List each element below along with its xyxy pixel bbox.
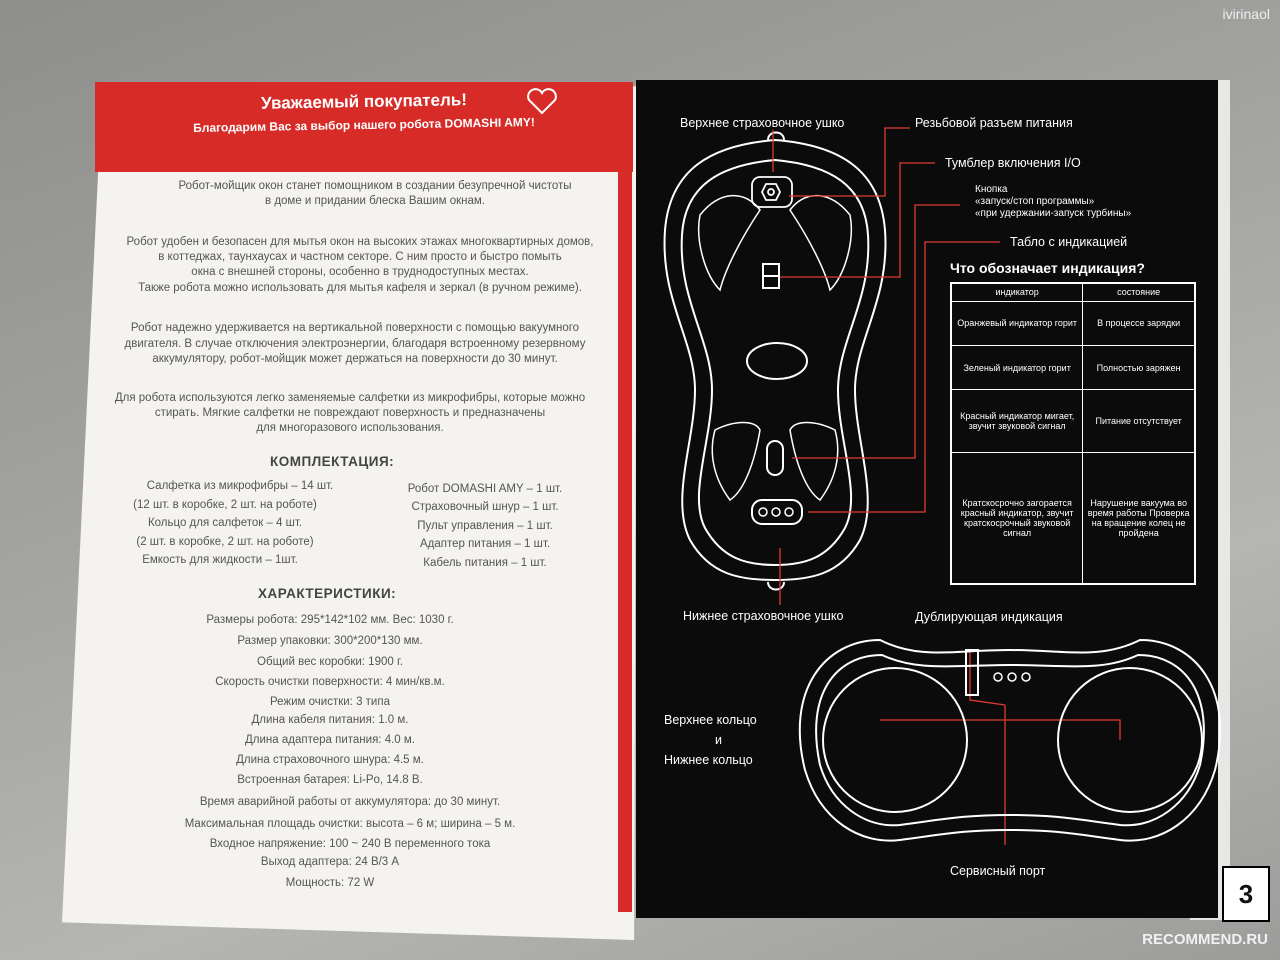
label-service-port: Сервисный порт bbox=[950, 864, 1046, 878]
kit-item: (2 шт. в коробке, 2 шт. на роботе) bbox=[136, 536, 314, 548]
kit-item: Адаптер питания – 1 шт. bbox=[419, 538, 551, 550]
robot-ring-view bbox=[798, 638, 1222, 842]
spec-item: Время аварийной работы от аккумулятора: … bbox=[199, 796, 501, 808]
table-cell: В процессе зарядки bbox=[1082, 300, 1196, 346]
page-number: 3 bbox=[1222, 866, 1270, 922]
button-dot-1 bbox=[758, 507, 768, 517]
table-cell: Кратскосрочно загорается красный индикат… bbox=[950, 451, 1084, 585]
spec-item: Длина адаптера питания: 4.0 м. bbox=[245, 734, 415, 746]
table-cell: Полностью заряжен bbox=[1082, 344, 1196, 391]
kit-item: Емкость для жидкости – 1шт. bbox=[142, 554, 298, 566]
top-ear bbox=[767, 131, 785, 141]
robot-top-view bbox=[663, 138, 887, 582]
specs-title: ХАРАКТЕРИСТИКИ: bbox=[258, 586, 397, 601]
table-cell: Нарушение вакуума во время работы Провер… bbox=[1082, 451, 1196, 585]
kit-item: Кабель питания – 1 шт. bbox=[423, 557, 547, 569]
para-3-line-3: аккумулятору, робот-мойщик может держать… bbox=[152, 353, 558, 365]
label-lower-ring: Нижнее кольцо bbox=[664, 753, 753, 767]
indicator-table: индикатор состояние Оранжевый индикатор … bbox=[950, 282, 1196, 585]
watermark-username: ivirinaol bbox=[1222, 6, 1270, 22]
para-2-line-2: в коттеджах, таунхаусах и частном сектор… bbox=[158, 251, 562, 263]
table-cell: Оранжевый индикатор горит bbox=[950, 300, 1084, 346]
bottom-ear bbox=[767, 581, 785, 591]
spec-item: Режим очистки: 3 типа bbox=[270, 696, 390, 708]
robot-dark-segments bbox=[697, 194, 853, 502]
button-dot-3 bbox=[784, 507, 794, 517]
power-jack-icon bbox=[751, 176, 793, 208]
para-3-line-1: Робот надежно удерживается на вертикальн… bbox=[130, 322, 580, 334]
label-button-line-2: «запуск/стоп программы» bbox=[975, 196, 1095, 207]
leader-lines bbox=[772, 127, 1121, 845]
spec-item: Максимальная площадь очистки: высота – 6… bbox=[184, 818, 516, 830]
kit-item: Кольцо для салфеток – 4 шт. bbox=[147, 517, 303, 529]
para-4-line-1: Для робота используются легко заменяемые… bbox=[114, 392, 586, 404]
button-dot-2 bbox=[771, 507, 781, 517]
para-1-line-2: в доме и придании блеска Вашим окнам. bbox=[265, 195, 485, 207]
spec-item: Длина кабеля питания: 1.0 м. bbox=[251, 714, 409, 726]
dup-indicator-dot-2 bbox=[1007, 672, 1017, 682]
spec-item: Скорость очистки поверхности: 4 мин/кв.м… bbox=[215, 676, 445, 688]
label-dup-indicator: Дублирующая индикация bbox=[915, 610, 1063, 624]
spec-item: Входное напряжение: 100 ~ 240 В переменн… bbox=[209, 838, 491, 850]
heart-logo-icon bbox=[527, 88, 557, 115]
para-2-line-3: окна с внешней стороны, особенно в трудн… bbox=[191, 266, 529, 278]
label-top-ear: Верхнее страховочное ушко bbox=[680, 116, 845, 130]
label-button: Кнопка bbox=[975, 184, 1008, 195]
kit-item: (12 шт. в коробке, 2 шт. на роботе) bbox=[133, 499, 317, 511]
label-display: Табло с индикацией bbox=[1010, 235, 1128, 249]
table-header-state: состояние bbox=[1082, 282, 1196, 302]
table-cell: Красный индикатор мигает, звучит звуково… bbox=[950, 389, 1084, 453]
para-2-line-4: Также робота можно использовать для мыть… bbox=[138, 282, 582, 294]
label-button-line-3: «при удержании-запуск турбины» bbox=[975, 208, 1132, 219]
red-strip bbox=[618, 172, 632, 912]
dup-indicator-dot-1 bbox=[993, 672, 1003, 682]
para-2-line-1: Робот удобен и безопасен для мытья окон … bbox=[126, 236, 594, 248]
left-header: Уважаемый покупатель! Благодарим Вас за … bbox=[95, 82, 633, 172]
table-cell: Зеленый индикатор горит bbox=[950, 344, 1084, 391]
watermark-site: RECOMMEND.RU bbox=[1142, 931, 1268, 948]
spec-item: Мощность: 72 W bbox=[285, 877, 375, 889]
dup-indicator-dot-3 bbox=[1021, 672, 1031, 682]
label-toggle: Тумблер включения I/O bbox=[945, 156, 1081, 170]
spec-item: Размер упаковки: 300*200*130 мм. bbox=[237, 635, 423, 647]
spec-item: Выход адаптера: 24 В/3 А bbox=[260, 856, 400, 868]
kit-item: Салфетка из микрофибры – 14 шт. bbox=[146, 480, 334, 492]
para-4-line-3: для многоразового использования. bbox=[256, 422, 444, 434]
spec-item: Встроенная батарея: Li-Po, 14.8 В. bbox=[237, 774, 423, 786]
spec-item: Размеры робота: 295*142*102 мм. Вес: 103… bbox=[206, 614, 454, 626]
label-and: и bbox=[715, 733, 722, 747]
label-upper-ring: Верхнее кольцо bbox=[664, 713, 757, 727]
para-3-line-2: двигателя. В случае отключения электроэн… bbox=[124, 338, 586, 350]
kit-item: Робот DOMASHI AMY – 1 шт. bbox=[407, 483, 563, 495]
kit-title: КОМПЛЕКТАЦИЯ: bbox=[270, 454, 395, 469]
kit-item: Пульт управления – 1 шт. bbox=[417, 520, 553, 532]
label-power-jack: Резьбовой разъем питания bbox=[915, 116, 1073, 130]
table-header-indicator: индикатор bbox=[950, 282, 1084, 302]
kit-item: Страховочный шнур – 1 шт. bbox=[411, 501, 559, 513]
para-4-line-2: стирать. Мягкие салфетки не повреждают п… bbox=[154, 407, 546, 419]
spec-item: Общий вес коробки: 1900 г. bbox=[257, 656, 403, 668]
para-1-line-1: Робот-мойщик окон станет помощником в со… bbox=[178, 180, 572, 192]
legend-title: Что обозначает индикация? bbox=[950, 260, 1145, 276]
label-bottom-ear: Нижнее страховочное ушко bbox=[683, 609, 844, 623]
left-page bbox=[62, 86, 637, 940]
table-cell: Питание отсутствует bbox=[1082, 389, 1196, 453]
spec-item: Длина страховочного шнура: 4.5 м. bbox=[236, 754, 424, 766]
